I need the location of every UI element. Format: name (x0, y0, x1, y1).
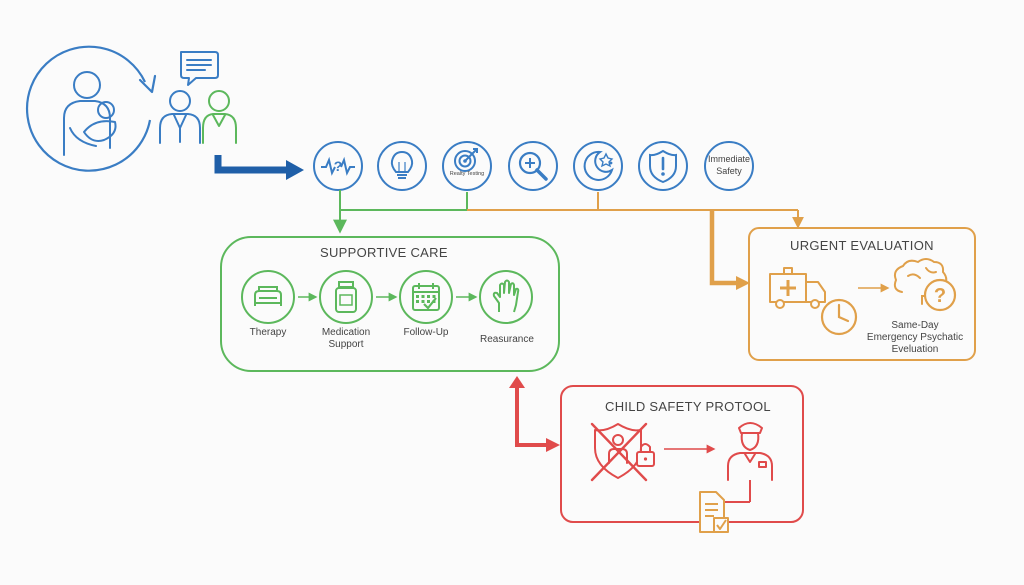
sofa-icon (241, 270, 295, 324)
document-check-icon (699, 491, 729, 533)
svg-text:?: ? (334, 158, 343, 174)
shield-alert-icon (638, 141, 688, 191)
lock-icon (636, 443, 655, 467)
doctor-icon (159, 90, 201, 144)
supportive-care-item-label: Reasurance (480, 334, 534, 345)
target-icon (442, 141, 492, 191)
police-officer-icon (727, 422, 773, 481)
magnifier-plus-icon (508, 141, 558, 191)
urgent-evaluation-box (748, 227, 976, 361)
ambulance-icon (769, 267, 826, 309)
parent-circle-arrow (25, 45, 152, 172)
immediate-safety-circle (704, 141, 754, 191)
question-icon: ? (923, 278, 957, 312)
orange-flow-arrow (709, 210, 738, 286)
crossed-shield-icon (590, 422, 648, 482)
clock-icon (820, 298, 858, 336)
supportive-care-box (220, 236, 560, 372)
moon-stars-icon (573, 141, 623, 191)
child-safety-box (560, 385, 804, 523)
orange-connector (467, 192, 804, 229)
clinicians-icon (159, 51, 237, 144)
supportive-care-title: SUPPORTIVE CARE (320, 245, 448, 260)
child-safety-title: CHILD SAFETY PROTOOL (605, 399, 771, 414)
blue-flow-arrow (214, 155, 288, 174)
waveform-question-icon: ? (313, 141, 363, 191)
parent-child-group (25, 45, 157, 172)
supportive-care-item-label: Medication Support (321, 327, 371, 350)
nurse-icon (202, 90, 237, 144)
medicine-bottle-icon (319, 270, 373, 324)
green-connector (333, 190, 468, 234)
parent-holding-child-icon (63, 71, 117, 156)
speech-bubble-icon (180, 51, 219, 86)
top-icon-label: Immediate Safety (707, 154, 751, 176)
lightbulb-icon (377, 141, 427, 191)
supportive-care-item-label: Therapy (249, 327, 287, 338)
calendar-check-icon (399, 270, 453, 324)
top-icon-label: Realty Testing (449, 171, 485, 177)
supportive-care-items (241, 270, 533, 324)
svg-text:?: ? (934, 285, 946, 307)
red-flow-arrow (515, 384, 548, 447)
raised-hand-icon (479, 270, 533, 324)
supportive-care-item-label: Follow-Up (403, 327, 449, 338)
urgent-evaluation-title: URGENT EVALUATION (790, 238, 934, 253)
urgent-evaluation-label: Same-Day Emergency Psychatic Eveluation (866, 320, 964, 355)
top-icon-row: ? (313, 141, 754, 191)
